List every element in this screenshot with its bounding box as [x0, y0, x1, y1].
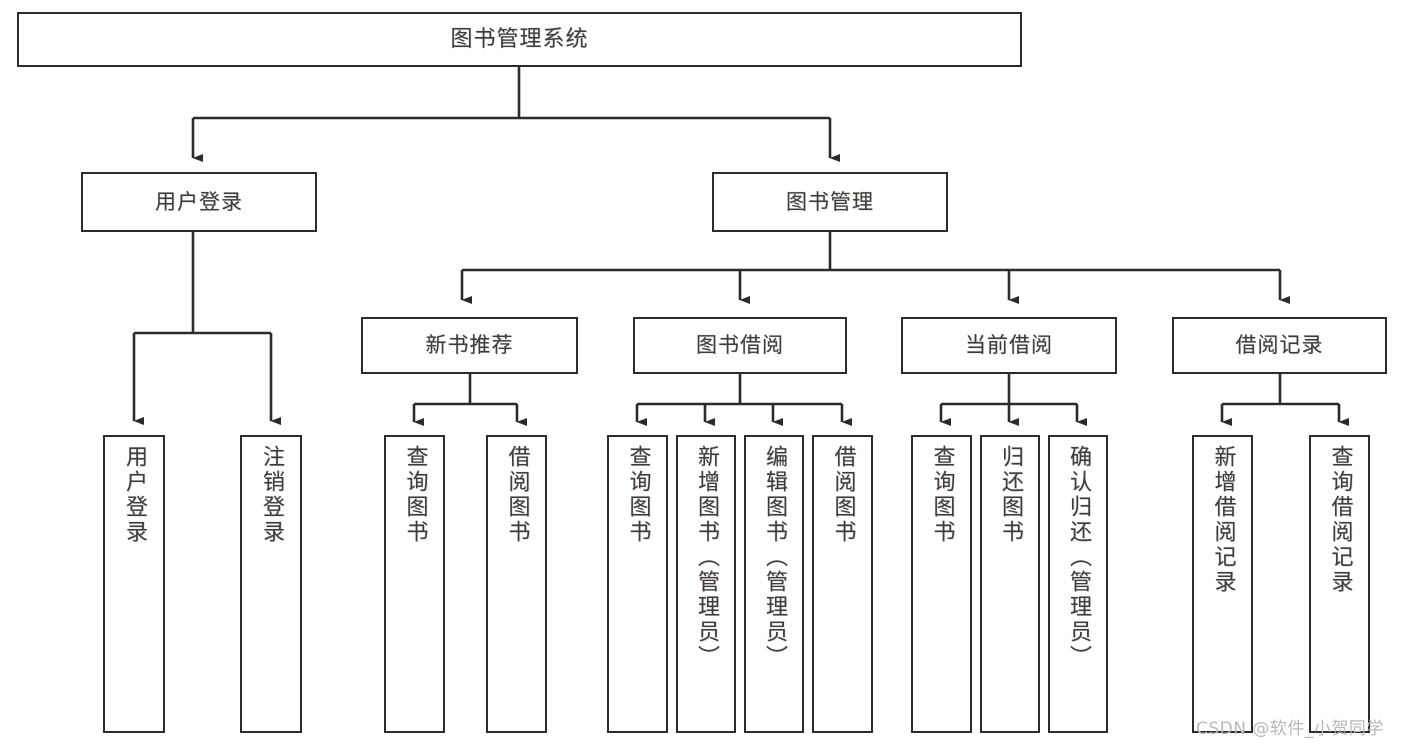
node-leaf-confirm-return[interactable]: 确认归还（管理员）	[1048, 435, 1108, 733]
node-label: 用户登录	[155, 189, 243, 214]
node-label: 查询借阅记录	[1327, 445, 1353, 595]
node-label: 新增借阅记录	[1210, 445, 1236, 595]
node-label: 查询图书	[929, 445, 955, 545]
node-leaf-query-book-3[interactable]: 查询图书	[911, 435, 972, 733]
node-label: 新增图书（管理员）	[693, 445, 719, 670]
node-label: 查询图书	[625, 445, 651, 545]
node-leaf-add-book[interactable]: 新增图书（管理员）	[676, 435, 736, 733]
node-leaf-borrow-book-1[interactable]: 借阅图书	[486, 435, 547, 733]
node-leaf-query-book-2[interactable]: 查询图书	[607, 435, 668, 733]
node-leaf-borrow-book-2[interactable]: 借阅图书	[812, 435, 873, 733]
node-leaf-edit-book[interactable]: 编辑图书（管理员）	[744, 435, 804, 733]
node-label: 借阅记录	[1235, 333, 1324, 358]
node-borrow-record[interactable]: 借阅记录	[1172, 317, 1387, 374]
node-label: 注销登录	[258, 445, 284, 545]
node-label: 图书管理	[786, 189, 874, 214]
node-book-borrow[interactable]: 图书借阅	[633, 317, 847, 374]
node-leaf-user-login[interactable]: 用户登录	[103, 435, 165, 733]
node-label: 编辑图书（管理员）	[761, 445, 787, 670]
node-label: 确认归还（管理员）	[1065, 445, 1091, 670]
node-user-login[interactable]: 用户登录	[81, 172, 317, 232]
node-leaf-logout[interactable]: 注销登录	[240, 435, 302, 733]
node-leaf-add-record[interactable]: 新增借阅记录	[1192, 435, 1253, 733]
node-label: 当前借阅	[965, 333, 1053, 358]
node-label: 新书推荐	[425, 333, 514, 358]
node-label: 借阅图书	[830, 445, 856, 545]
node-label: 借阅图书	[504, 445, 530, 545]
node-label: 用户登录	[121, 445, 147, 545]
node-leaf-query-record[interactable]: 查询借阅记录	[1309, 435, 1370, 733]
node-label: 图书借阅	[696, 333, 784, 358]
node-label: 图书管理系统	[450, 26, 589, 52]
node-leaf-return-book[interactable]: 归还图书	[980, 435, 1040, 733]
node-label: 归还图书	[997, 445, 1023, 545]
node-leaf-query-book-1[interactable]: 查询图书	[384, 435, 445, 733]
node-label: 查询图书	[402, 445, 428, 545]
node-current-borrow[interactable]: 当前借阅	[901, 317, 1117, 374]
node-root-system[interactable]: 图书管理系统	[17, 12, 1022, 67]
node-new-book-recommend[interactable]: 新书推荐	[361, 317, 578, 374]
node-book-manage[interactable]: 图书管理	[712, 172, 948, 232]
